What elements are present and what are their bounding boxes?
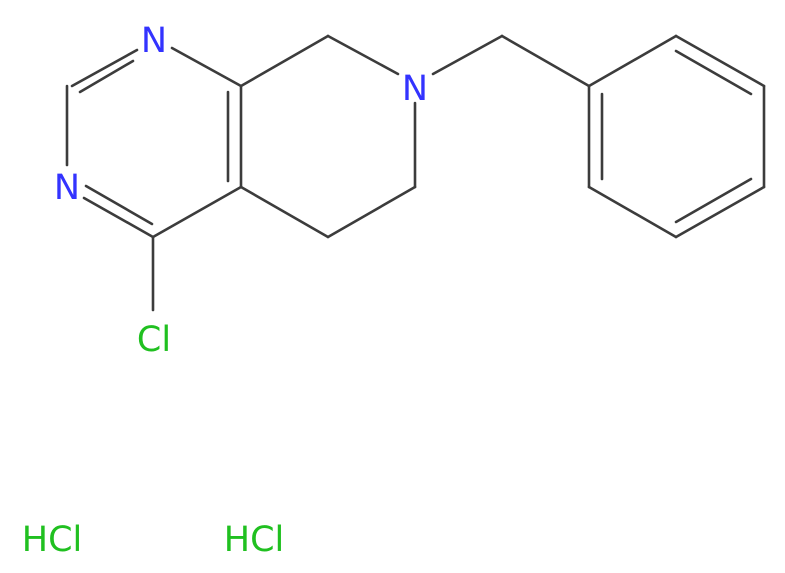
bond-ph1-ph2: [587, 34, 678, 88]
bond-n1-c2-double: [78, 59, 135, 94]
bond-c8a-n1: [170, 46, 243, 88]
bond-ph2-ph3: [674, 34, 766, 88]
atom-n7-label: N: [402, 69, 428, 109]
bond-n3-c4-double: [84, 184, 154, 226]
bond-c8a-c8: [239, 34, 330, 88]
bond-ph4-ph5-double: [674, 177, 753, 224]
bond-n7-ch2: [431, 34, 504, 76]
hcl-label-1: HCl: [22, 520, 82, 560]
atom-cl-label: Cl: [137, 320, 171, 360]
salt-labels: HCl HCl: [22, 520, 284, 560]
atom-n1-label: N: [141, 21, 167, 61]
bonds: [65, 34, 766, 312]
bond-c8-n7: [326, 34, 400, 76]
bond-ph5-ph6: [587, 185, 678, 239]
bond-c5-c4a: [239, 185, 330, 239]
atom-n3-label: N: [54, 168, 80, 208]
atom-labels: N N N Cl: [54, 21, 428, 360]
bond-c4-c4a: [151, 185, 243, 239]
bond-n3-c4: [82, 196, 155, 239]
bond-ph2-ph3-double: [674, 49, 753, 96]
bond-c6-c5: [326, 185, 417, 239]
bond-n1-c2: [70, 48, 139, 88]
bond-ch2-ph: [500, 34, 591, 88]
bond-ph4-ph5: [674, 185, 766, 239]
hcl-label-2: HCl: [224, 520, 284, 560]
